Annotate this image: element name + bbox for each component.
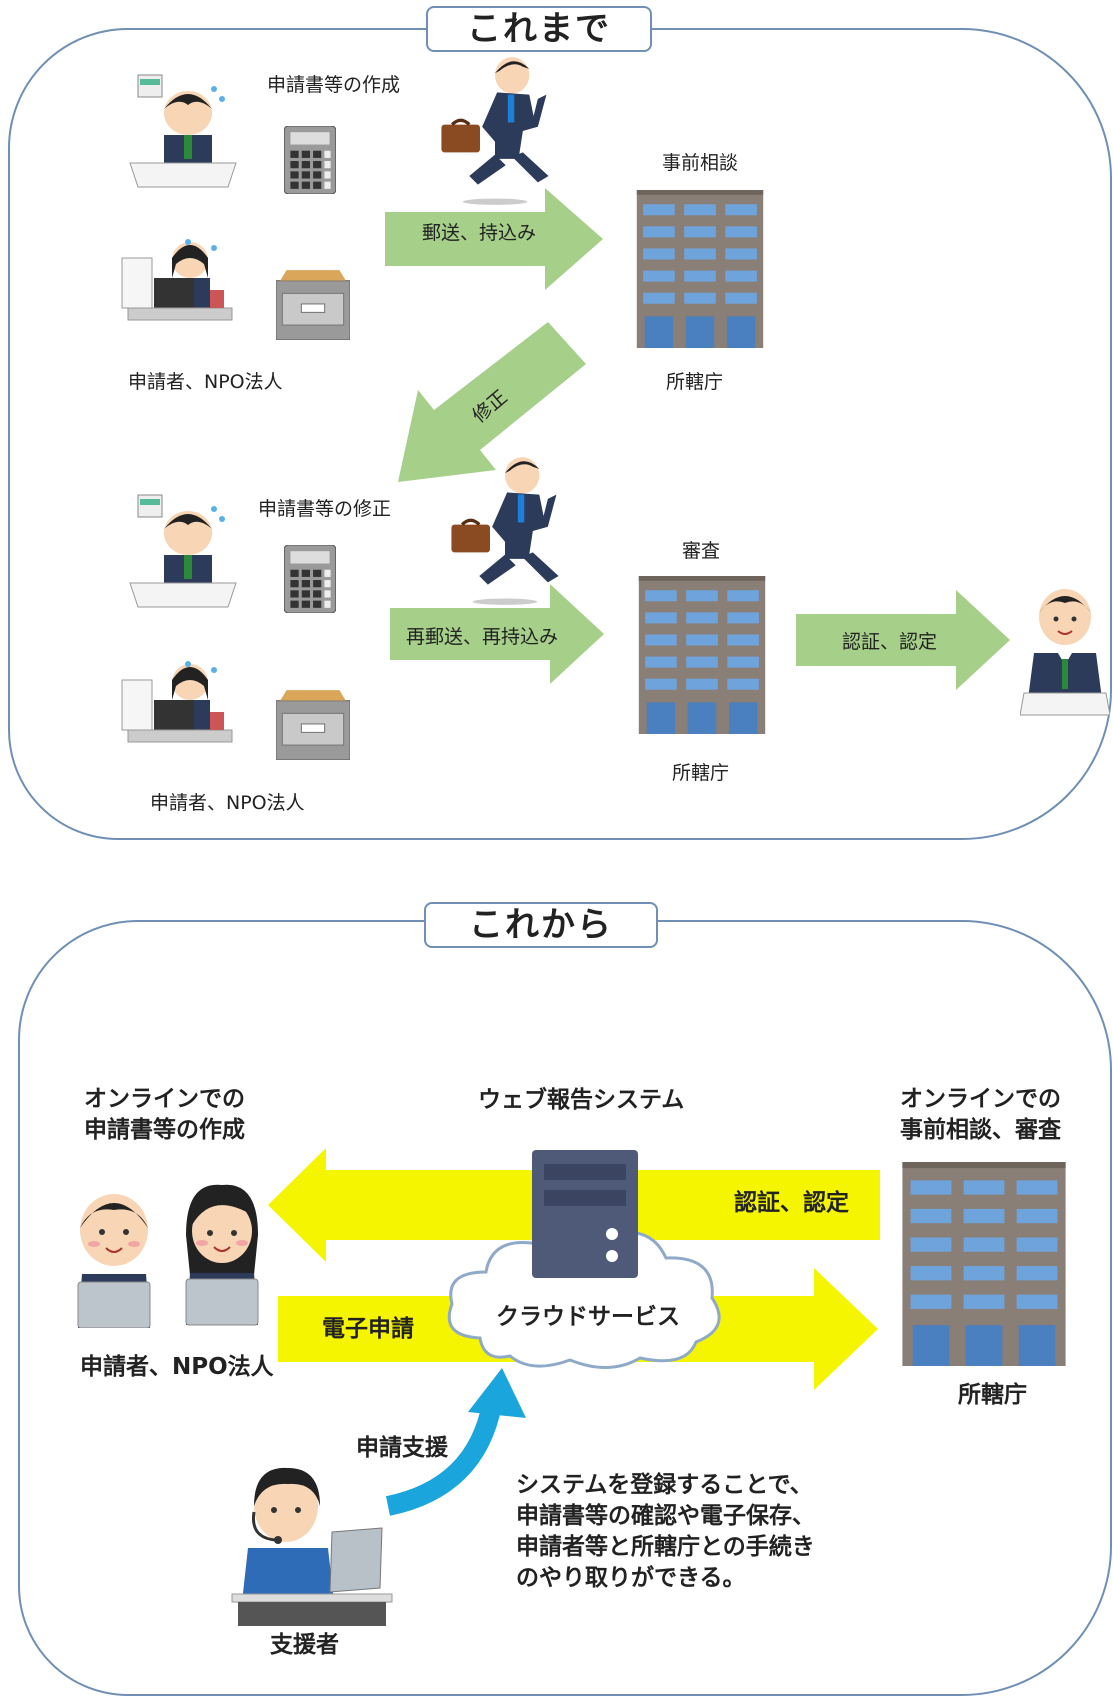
after-title: これから xyxy=(424,902,658,948)
online-create-line1: オンラインでの xyxy=(84,1086,245,1112)
authority-top-label: 所轄庁 xyxy=(666,371,724,393)
system-name-label: ウェブ報告システム xyxy=(478,1087,685,1113)
support-arrow-label: 申請支援 xyxy=(356,1435,448,1461)
file-cabinet-icon xyxy=(276,270,350,340)
fix-docs-label: 申請書等の修正 xyxy=(258,498,392,520)
cloud-label: クラウドサービス xyxy=(496,1304,680,1330)
running-businessman-icon xyxy=(430,56,560,206)
certify-arrow xyxy=(796,590,1010,690)
review-label: 審査 xyxy=(682,540,721,562)
applicant-laptop-icon xyxy=(74,1178,154,1328)
laptop-worker-icon xyxy=(118,658,238,762)
certify-yellow-label: 認証、認定 xyxy=(734,1190,849,1216)
description-line: のやり取りができる。 xyxy=(516,1565,746,1591)
online-review-line2: 事前相談、審査 xyxy=(900,1117,1061,1143)
certify-arrow-label: 認証、認定 xyxy=(842,631,938,653)
calculator-icon xyxy=(284,545,336,613)
consult-label: 事前相談 xyxy=(662,152,739,174)
calculator-icon xyxy=(284,126,336,194)
applicants-bottom-label: 申請者、NPO法人 xyxy=(150,792,305,814)
worker-at-desk-icon xyxy=(128,494,238,616)
office-building-icon xyxy=(886,1162,1082,1366)
laptop-worker-icon xyxy=(118,236,238,340)
worker-at-desk-icon xyxy=(128,74,238,196)
online-review-line1: オンラインでの xyxy=(900,1086,1061,1112)
file-cabinet-icon xyxy=(276,690,350,760)
supporter-headset-icon xyxy=(231,1467,393,1626)
remail-arrow-label: 再郵送、再持込み xyxy=(406,626,559,648)
server-icon xyxy=(532,1150,638,1278)
create-docs-label: 申請書等の作成 xyxy=(267,74,401,96)
fix-arrow xyxy=(398,322,586,482)
online-create-line2: 申請書等の作成 xyxy=(84,1117,245,1143)
authority-bottom-label: 所轄庁 xyxy=(672,762,730,784)
official-at-desk-icon xyxy=(1020,574,1110,724)
applicants-label: 申請者、NPO法人 xyxy=(80,1354,274,1380)
applicants-top-label: 申請者、NPO法人 xyxy=(128,371,283,393)
support-blue-arrow xyxy=(385,1368,526,1516)
supporter-label: 支援者 xyxy=(270,1632,339,1658)
mail-arrow-label: 郵送、持込み xyxy=(422,222,537,244)
e-apply-yellow-label: 電子申請 xyxy=(322,1316,414,1342)
description: システムを登録することで、 申請書等の確認や電子保存、 申請者等と所轄庁との手続… xyxy=(516,1470,815,1594)
cloud-icon xyxy=(447,1227,721,1370)
before-title: これまで xyxy=(426,6,652,52)
remail-arrow xyxy=(390,584,604,684)
mail-arrow xyxy=(385,188,603,290)
description-line: 申請者等と所轄庁との手続き xyxy=(516,1534,815,1560)
applicant-laptop-icon xyxy=(182,1172,262,1328)
authority-label: 所轄庁 xyxy=(958,1382,1027,1408)
description-line: 申請書等の確認や電子保存、 xyxy=(516,1503,815,1529)
office-building-icon xyxy=(622,190,778,348)
description-line: システムを登録することで、 xyxy=(516,1472,813,1498)
office-building-icon xyxy=(624,576,780,734)
